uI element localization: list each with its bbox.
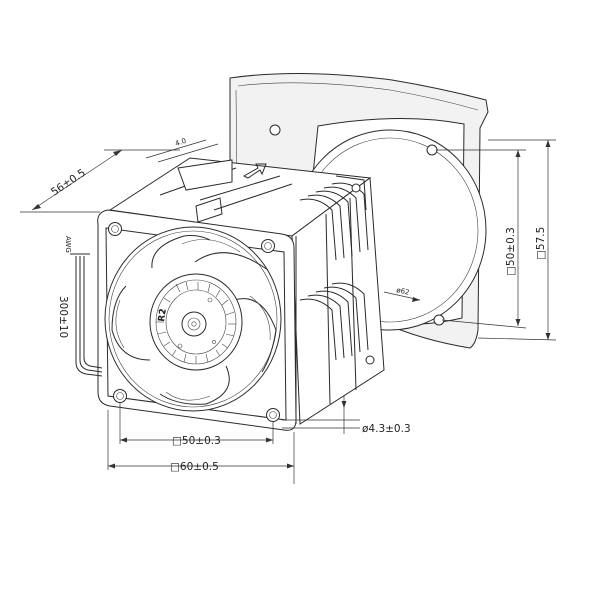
fan-front-frame: R2	[97, 209, 297, 431]
hub-label: R2	[157, 308, 169, 322]
dim-guard-holes-label: □50±0.3	[505, 227, 517, 276]
dim-60-label: □60±0.5	[170, 461, 219, 473]
guard-hole-tr	[426, 144, 438, 156]
guard-hole-tl	[269, 124, 281, 136]
dim-guard-holes: □50±0.3	[436, 149, 527, 329]
dim-depth-label: 56±0.5	[49, 167, 88, 199]
awg-label: AWG	[64, 236, 72, 253]
impeller-blades	[111, 235, 277, 405]
dim-hole-label: ø4.3±0.3	[362, 423, 411, 435]
dim-flange-label: 4.0	[174, 137, 187, 148]
dim-50-label: □50±0.3	[172, 435, 221, 447]
lead-wire: AWG 300±10	[57, 236, 103, 377]
dim-outer-width: □60±0.5	[107, 410, 295, 484]
dim-guard-diameter: ø62	[383, 286, 421, 302]
dim-guard-outer: □57.5	[477, 139, 557, 341]
front-hole-tl	[108, 222, 122, 236]
lead-length-label: 300±10	[57, 296, 69, 338]
front-hole-bl	[113, 389, 127, 403]
front-hole-br	[266, 408, 280, 422]
dim-guard-outer-label: □57.5	[535, 227, 547, 260]
dim-guard-diameter-label: ø62	[396, 286, 411, 297]
front-hole-tr	[261, 239, 275, 253]
fan-body	[108, 157, 385, 425]
dim-flange: 4.0	[145, 137, 219, 163]
dim-hole-spacing: □50±0.3	[119, 402, 274, 447]
fan-hub: R2	[149, 273, 243, 371]
dim-hole-diameter: ø4.3±0.3	[282, 396, 411, 435]
